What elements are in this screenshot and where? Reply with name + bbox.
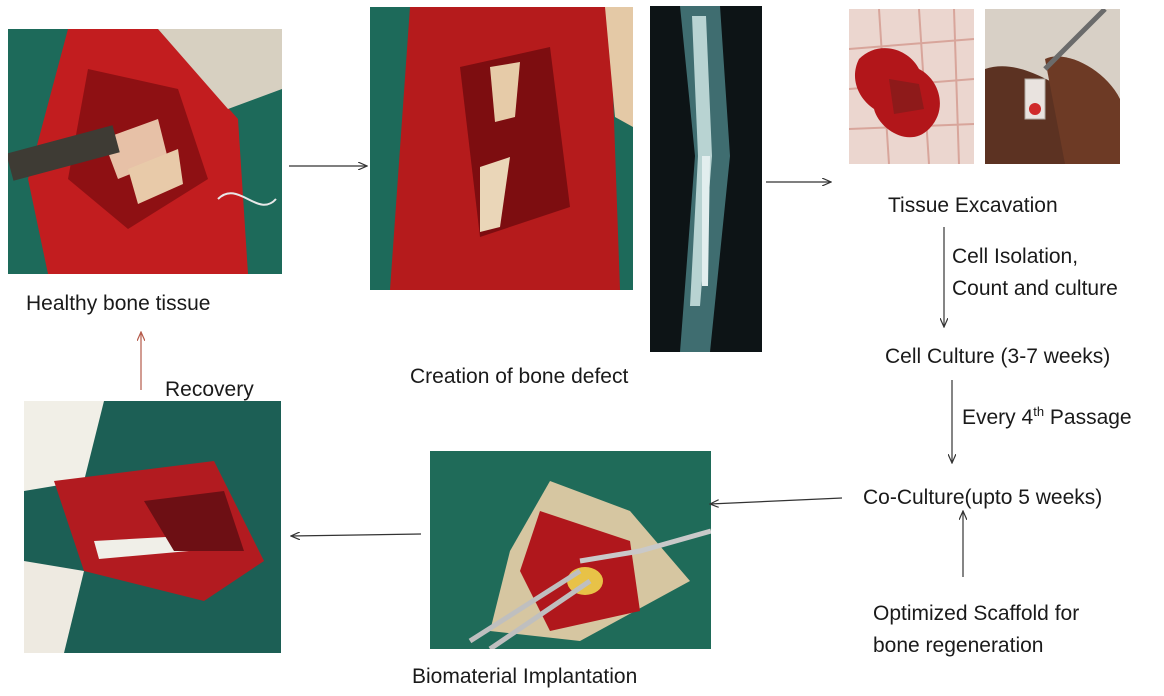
cell-culture-label: Cell Culture (3-7 weeks) bbox=[885, 344, 1110, 370]
passage-sup: th bbox=[1033, 404, 1044, 419]
bone-defect-label: Creation of bone defect bbox=[410, 364, 628, 390]
cell-isolation-line2: Count and culture bbox=[952, 273, 1118, 305]
tissue-excavation-label: Tissue Excavation bbox=[888, 193, 1058, 219]
passage-prefix: Every 4 bbox=[962, 406, 1033, 429]
scaffold-label: Optimized Scaffold for bone regeneration bbox=[873, 598, 1079, 662]
implantation-label: Biomaterial Implantation bbox=[412, 664, 637, 690]
arrow-coculture-to-implant bbox=[710, 498, 842, 504]
cell-isolation-label: Cell Isolation, Count and culture bbox=[952, 241, 1118, 305]
passage-suffix: Passage bbox=[1044, 406, 1132, 429]
scaffold-line2: bone regeneration bbox=[873, 630, 1079, 662]
healthy-bone-label: Healthy bone tissue bbox=[26, 291, 210, 317]
passage-label: Every 4th Passage bbox=[962, 404, 1132, 431]
arrow-implant-to-recovery bbox=[291, 534, 421, 536]
recovery-label: Recovery bbox=[165, 377, 254, 403]
cell-isolation-line1: Cell Isolation, bbox=[952, 241, 1118, 273]
coculture-label: Co-Culture(upto 5 weeks) bbox=[863, 485, 1102, 511]
scaffold-line1: Optimized Scaffold for bbox=[873, 598, 1079, 630]
